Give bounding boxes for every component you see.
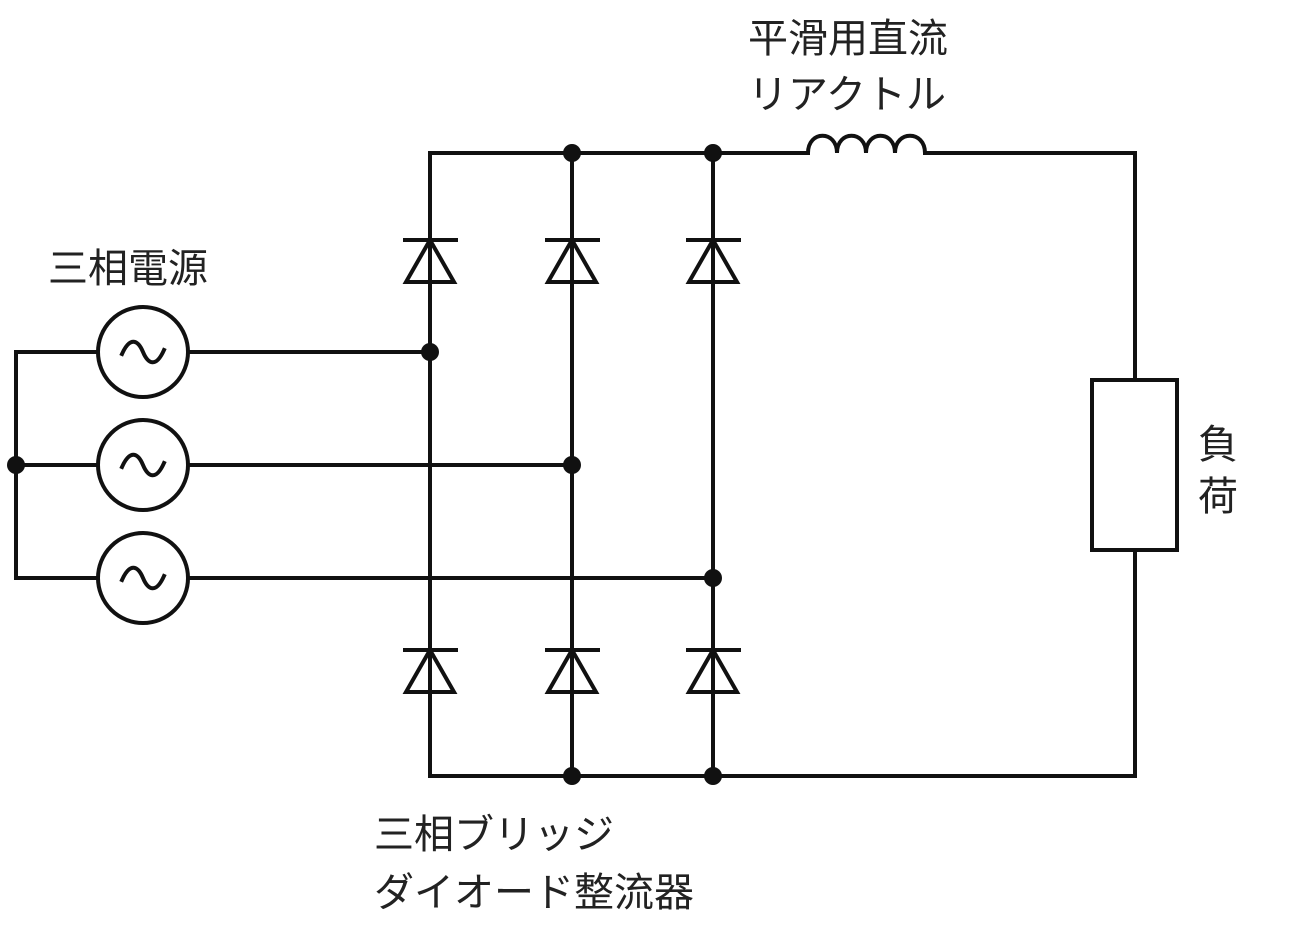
neutral-bus [14,350,100,580]
diode-upper-2 [544,235,600,284]
ac-source-3 [96,531,190,625]
junction-dots [7,144,722,785]
rectifier-label-line1: 三相ブリッジ [374,812,614,858]
bottom-dc-rail [428,548,1137,778]
smoothing-reactor-inductor [805,133,928,156]
diode-lower-2 [544,645,600,694]
bridge-leg-2 [544,151,600,778]
load-resistor [1090,378,1179,552]
diode-lower-3 [685,645,741,694]
top-dc-rail [428,151,1137,382]
load-label-line1: 負 [1198,422,1238,468]
reactor-label-line2: リアクトル [748,72,946,118]
diode-lower-1 [402,645,458,694]
ac-source-2 [96,418,190,512]
bridge-leg-3 [685,151,741,778]
diode-upper-1 [402,235,458,284]
rectifier-label-line2: ダイオード整流器 [374,870,694,916]
phase-lines [186,350,715,580]
diode-upper-3 [685,235,741,284]
ac-source-1 [96,305,190,399]
reactor-label-line1: 平滑用直流 [748,16,948,62]
load-label-line2: 荷 [1198,474,1238,520]
source-label: 三相電源 [48,246,208,292]
